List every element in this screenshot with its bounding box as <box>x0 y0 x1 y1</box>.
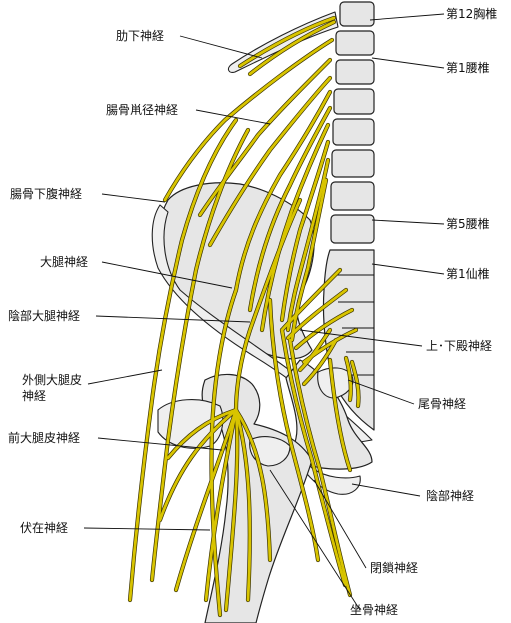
label-subcostal: 肋下神経 <box>116 28 164 43</box>
label-l1: 第1腰椎 <box>446 60 490 75</box>
labels: 第12胸椎 第1腰椎 第5腰椎 第1仙椎 肋下神経 腸骨鼡径神経 腸骨下腹神経 … <box>8 6 497 617</box>
label-l5: 第5腰椎 <box>446 216 490 231</box>
label-t12: 第12胸椎 <box>446 6 497 21</box>
lesser-trochanter <box>249 436 291 467</box>
label-lateral-femoral-cutaneous-2: 神経 <box>22 389 46 403</box>
label-femoral: 大腿神経 <box>40 255 88 269</box>
label-pudendal: 陰部神経 <box>426 488 474 503</box>
label-genitofemoral: 陰部大腿神経 <box>8 308 80 323</box>
leader-lines <box>83 13 445 611</box>
label-anterior-femoral-cutaneous: 前大腿皮神経 <box>8 430 80 445</box>
label-sciatic: 坐骨神経 <box>350 603 398 617</box>
nerves <box>127 15 361 618</box>
label-iliohypogastric: 腸骨下腹神経 <box>10 187 82 201</box>
ischium <box>291 447 361 495</box>
label-lateral-femoral-cutaneous-1: 外側大腿皮 <box>22 373 82 387</box>
label-obturator: 閉鎖神経 <box>370 560 418 575</box>
label-ilioinguinal: 腸骨鼡径神経 <box>106 103 178 117</box>
label-saphenous: 伏在神経 <box>20 521 68 535</box>
label-s1: 第1仙椎 <box>446 266 490 281</box>
label-coccygeal: 尾骨神経 <box>418 397 466 411</box>
label-gluteal: 上･下殿神経 <box>426 339 492 353</box>
